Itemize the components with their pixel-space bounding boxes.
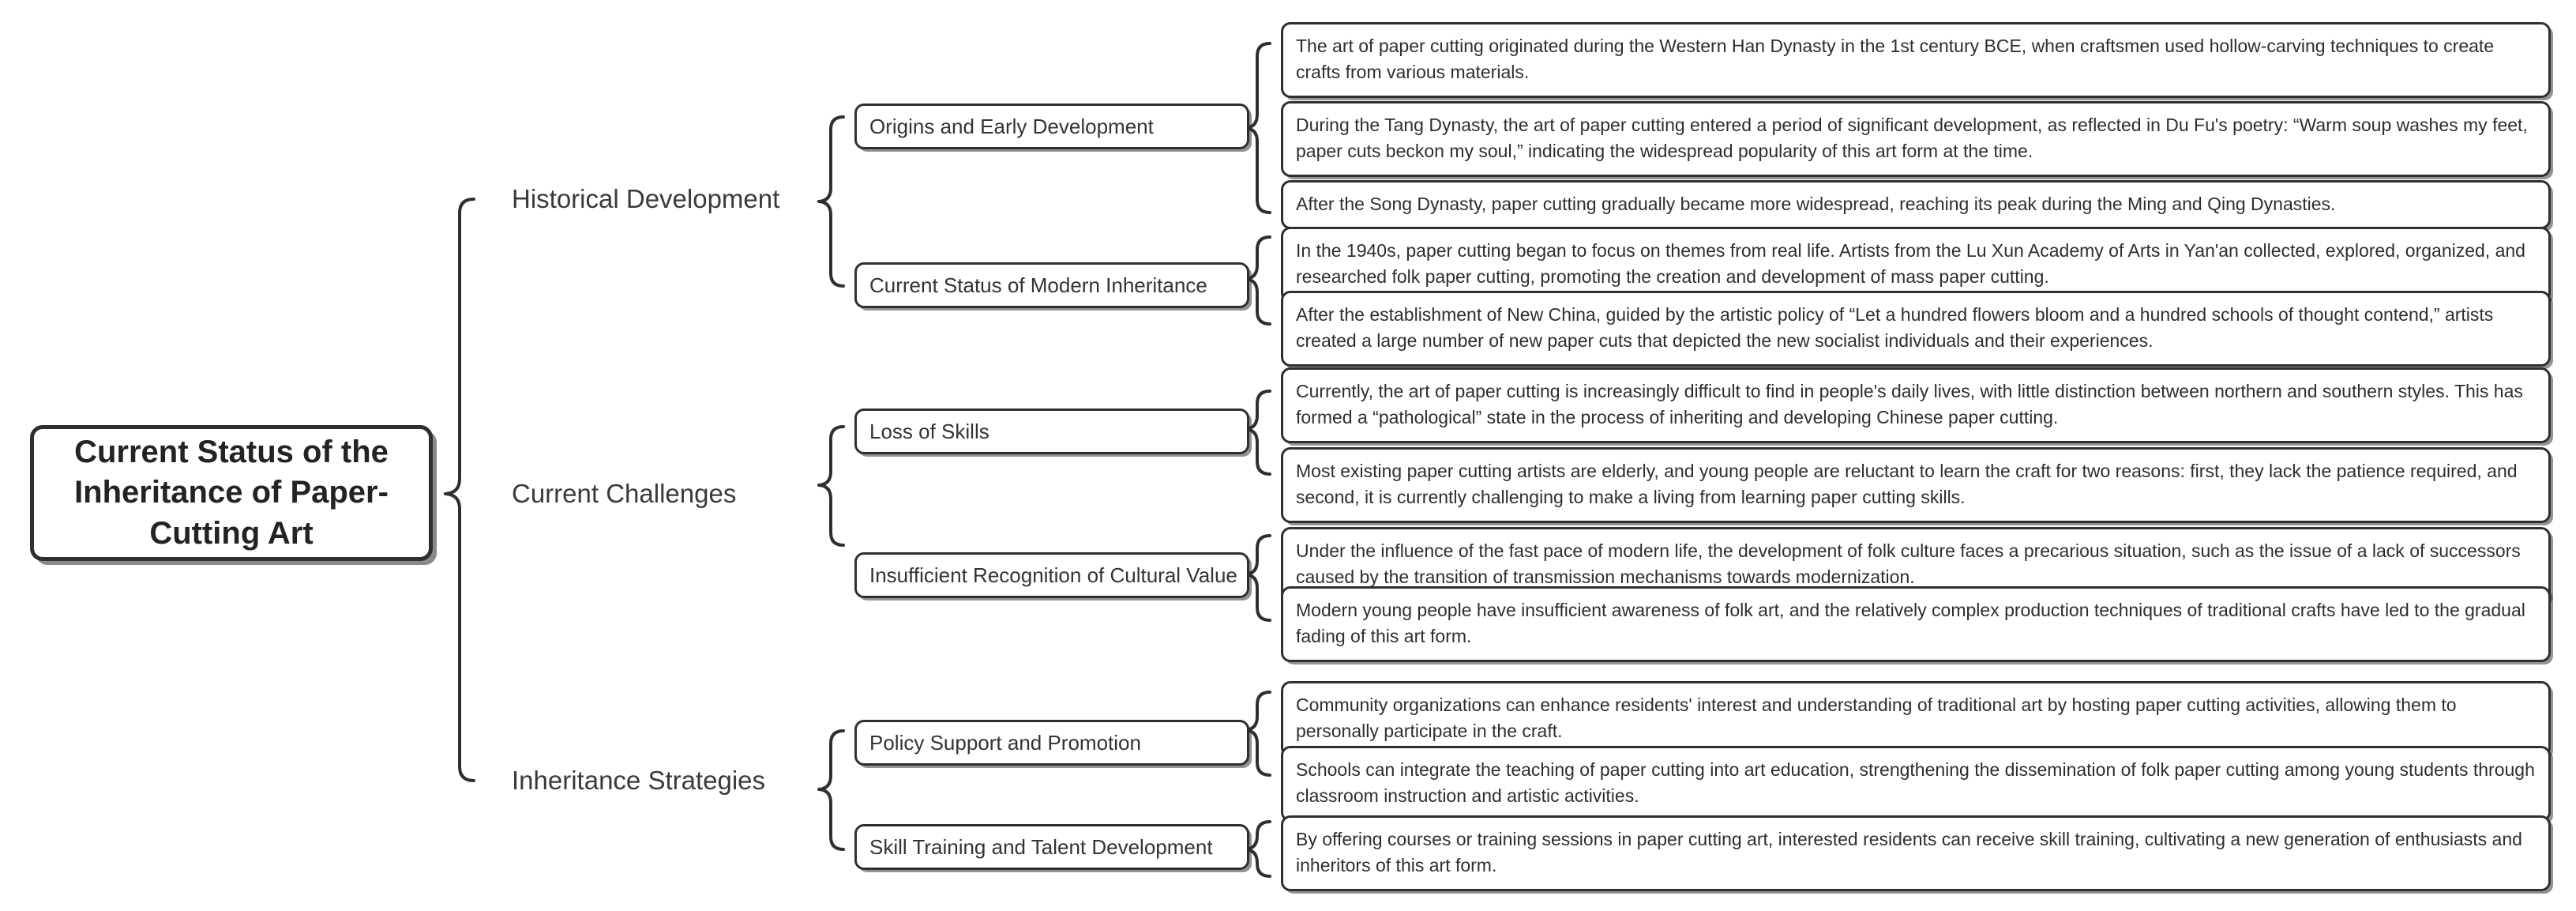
branch-historical-development[interactable]: Historical Development xyxy=(512,184,780,213)
detail-box[interactable]: After the Song Dynasty, paper cutting gr… xyxy=(1281,180,2551,230)
branch-inheritance-strategies[interactable]: Inheritance Strategies xyxy=(512,766,766,795)
detail-box[interactable]: After the establishment of New China, gu… xyxy=(1281,291,2551,367)
subnode-insufficient-recognition-of-cultural-value[interactable]: Insufficient Recognition of Cultural Val… xyxy=(854,552,1249,598)
subnode-loss-of-skills[interactable]: Loss of Skills xyxy=(854,408,1249,454)
detail-box[interactable]: By offering courses or training sessions… xyxy=(1281,815,2551,891)
detail-box[interactable]: Schools can integrate the teaching of pa… xyxy=(1281,746,2551,822)
detail-box[interactable]: Currently, the art of paper cutting is i… xyxy=(1281,367,2551,443)
detail-box[interactable]: During the Tang Dynasty, the art of pape… xyxy=(1281,101,2551,177)
root-node[interactable]: Current Status of the Inheritance of Pap… xyxy=(30,425,433,561)
detail-box[interactable]: Community organizations can enhance resi… xyxy=(1281,681,2551,757)
subnode-current-status-of-modern-inheritance[interactable]: Current Status of Modern Inheritance xyxy=(854,262,1249,308)
branch-current-challenges[interactable]: Current Challenges xyxy=(512,479,737,508)
detail-box[interactable]: Modern young people have insufficient aw… xyxy=(1281,586,2551,662)
subnode-origins-and-early-development[interactable]: Origins and Early Development xyxy=(854,104,1249,149)
subnode-policy-support-and-promotion[interactable]: Policy Support and Promotion xyxy=(854,720,1249,766)
detail-box[interactable]: The art of paper cutting originated duri… xyxy=(1281,22,2551,98)
brace-branch-2 xyxy=(817,425,845,547)
brace-branch-1 xyxy=(817,115,845,288)
brace-branch-3 xyxy=(817,729,845,851)
subnode-skill-training-and-talent-development[interactable]: Skill Training and Talent Development xyxy=(854,824,1249,870)
detail-box[interactable]: Most existing paper cutting artists are … xyxy=(1281,447,2551,523)
brace-root xyxy=(444,198,475,782)
